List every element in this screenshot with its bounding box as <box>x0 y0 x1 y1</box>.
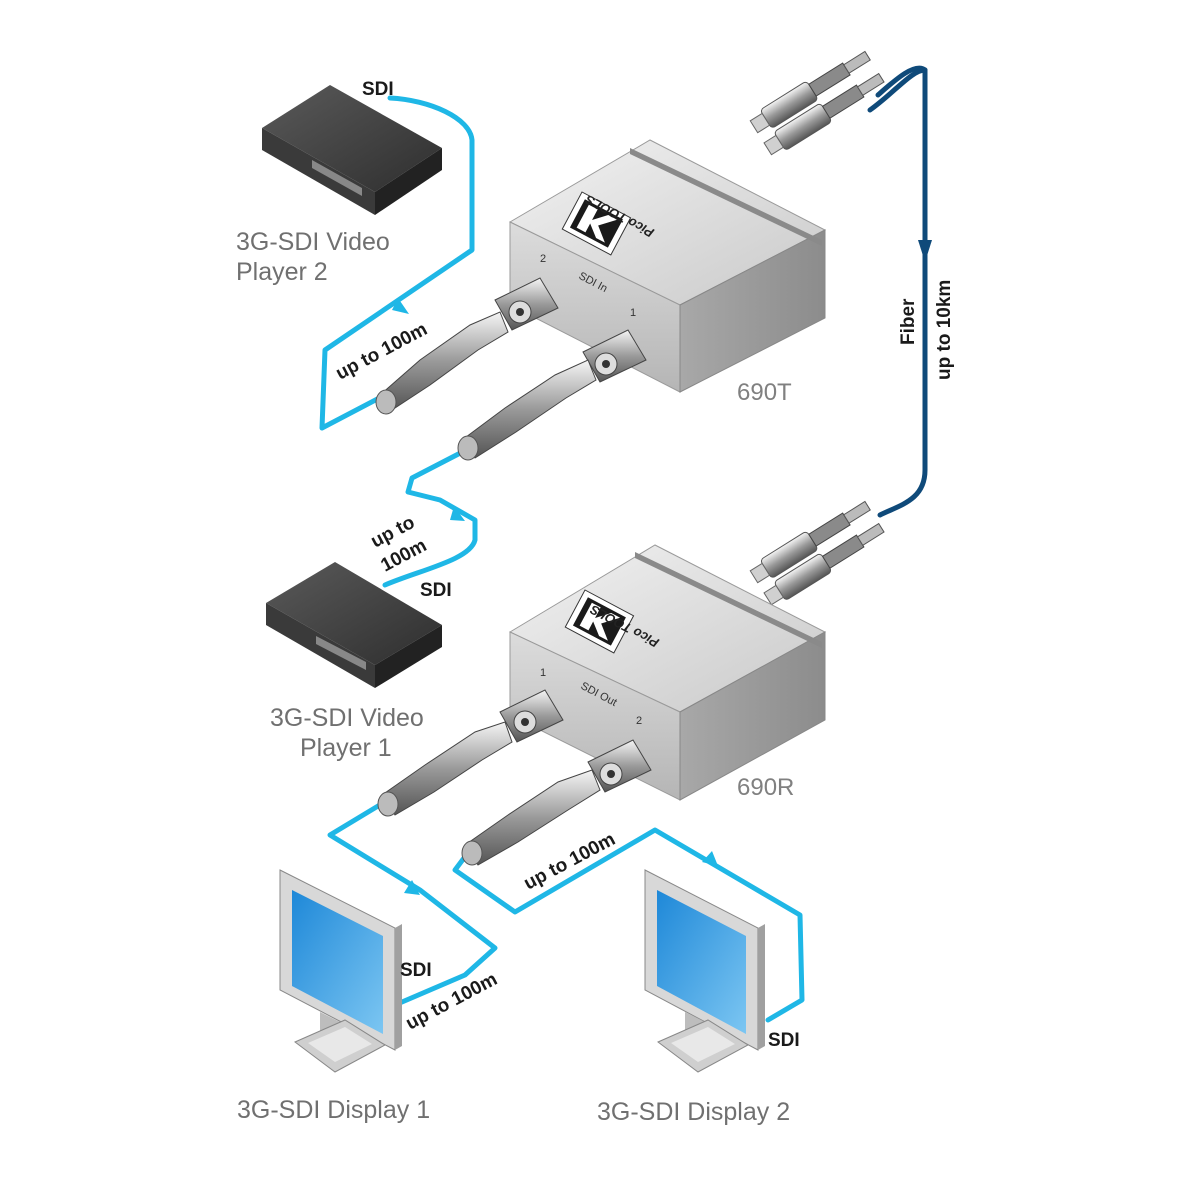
display-1-icon <box>279 869 402 1073</box>
player1-caption-line2: Player 1 <box>300 734 392 762</box>
bnc-plug-output-1 <box>377 721 513 817</box>
transmitter-690t: Pico TOOLS 2 SDI In 1 690T <box>375 139 827 461</box>
video-player-2-icon <box>262 85 442 215</box>
display-2-icon <box>644 869 765 1073</box>
video-player-1-icon <box>266 562 442 688</box>
fiber-connector-bottom <box>749 500 885 606</box>
receiver-690r: Pico TOOLS 1 SDI Out 2 690R <box>377 544 827 866</box>
cable-690r-to-display2 <box>452 827 805 1023</box>
bnc-port-out-2 <box>587 739 652 793</box>
bnc-port-out-1 <box>499 689 564 743</box>
bnc-port-2 <box>494 277 559 331</box>
kramer-logo-icon <box>561 191 632 256</box>
cable-player1-to-690t <box>382 445 478 588</box>
fiber-cable-strand <box>867 67 928 113</box>
fiber-cable <box>875 65 928 518</box>
player2-caption-line1: 3G-SDI Video <box>236 228 390 256</box>
bnc-port-1 <box>582 329 647 383</box>
cable-label-fiber: Fiber <box>898 298 919 345</box>
arrow-icon <box>450 506 465 521</box>
arrow-icon <box>404 880 420 895</box>
arrow-icon <box>702 851 718 866</box>
display2-caption: 3G-SDI Display 2 <box>597 1098 790 1126</box>
cable-label-sdi-player2: SDI <box>362 79 394 100</box>
receiver-model-label: 690R <box>737 774 794 801</box>
port-number-2: 2 <box>636 715 642 727</box>
cable-label-sdi-display1: SDI <box>400 960 432 981</box>
arrow-icon <box>392 298 409 314</box>
cable-player2-to-690t <box>319 95 475 431</box>
cable-label-sdi-display2: SDI <box>768 1030 800 1051</box>
player2-caption-line2: Player 2 <box>236 258 328 286</box>
cable-690r-to-display1 <box>327 797 498 1008</box>
port-number-1: 1 <box>540 667 546 679</box>
port-number-1: 1 <box>630 307 636 319</box>
transmitter-model-label: 690T <box>737 379 792 406</box>
bnc-plug-output-2 <box>461 769 601 866</box>
arrow-down-icon <box>918 240 932 262</box>
port-number-2: 2 <box>540 253 546 265</box>
cable-label-fiber-length: up to 10km <box>934 280 955 380</box>
fiber-connector-top <box>749 50 885 156</box>
bnc-plug-input-1 <box>457 359 597 461</box>
kramer-logo-icon <box>564 589 635 654</box>
display1-caption: 3G-SDI Display 1 <box>237 1096 430 1124</box>
player1-caption-line1: 3G-SDI Video <box>270 704 424 732</box>
bnc-plug-input-2 <box>375 311 509 415</box>
cable-label-sdi-player1: SDI <box>420 580 452 601</box>
